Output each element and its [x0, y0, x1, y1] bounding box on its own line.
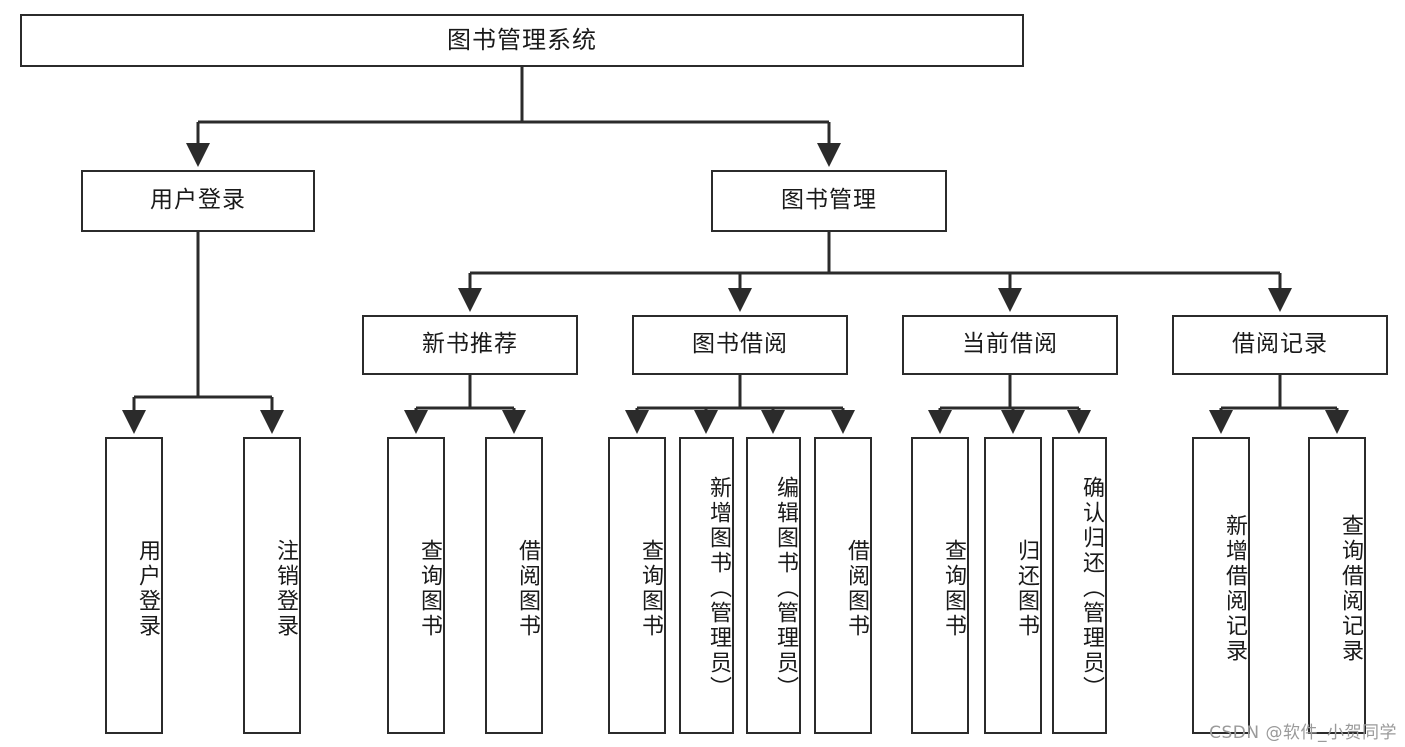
node-root[interactable]: 图书管理系统 — [20, 14, 1024, 67]
leaf-label: 借阅图书 — [844, 538, 869, 639]
node-current-borrow[interactable]: 当前借阅 — [902, 315, 1118, 375]
leaf-label: 归还图书 — [1014, 538, 1039, 639]
leaf-label: 新增借阅记录 — [1222, 513, 1247, 664]
watermark: CSDN @软件_小贺同学 — [1209, 723, 1397, 743]
leaf-label: 查询图书 — [638, 538, 663, 639]
node-book-manage[interactable]: 图书管理 — [711, 170, 947, 232]
node-user-login[interactable]: 用户登录 — [81, 170, 315, 232]
node-leaf-cur-query-book[interactable]: 查询图书 — [911, 437, 969, 734]
node-leaf-cur-confirm-return[interactable]: 确认归还（管理员） — [1052, 437, 1107, 734]
leaf-label: 查询图书 — [941, 538, 966, 639]
leaf-label: 用户登录 — [135, 538, 160, 639]
node-borrow-record[interactable]: 借阅记录 — [1172, 315, 1388, 375]
leaf-label: 编辑图书（管理员） — [773, 476, 798, 701]
leaf-label: 查询图书 — [417, 538, 442, 639]
node-leaf-borrow-query-book[interactable]: 查询图书 — [608, 437, 666, 734]
node-leaf-rec-query-record[interactable]: 查询借阅记录 — [1308, 437, 1366, 734]
node-leaf-rec-query-book[interactable]: 查询图书 — [387, 437, 445, 734]
leaf-label: 确认归还（管理员） — [1079, 476, 1104, 701]
leaf-label: 查询借阅记录 — [1338, 513, 1363, 664]
leaf-label: 借阅图书 — [515, 538, 540, 639]
node-leaf-rec-borrow-book[interactable]: 借阅图书 — [485, 437, 543, 734]
leaf-label: 新增图书（管理员） — [706, 476, 731, 701]
node-leaf-rec-add-record[interactable]: 新增借阅记录 — [1192, 437, 1250, 734]
node-leaf-borrow-borrow-book[interactable]: 借阅图书 — [814, 437, 872, 734]
node-leaf-user-login[interactable]: 用户登录 — [105, 437, 163, 734]
node-book-borrow[interactable]: 图书借阅 — [632, 315, 848, 375]
node-leaf-borrow-add-book[interactable]: 新增图书（管理员） — [679, 437, 734, 734]
node-new-book-rec[interactable]: 新书推荐 — [362, 315, 578, 375]
leaf-label: 注销登录 — [273, 538, 298, 639]
node-leaf-borrow-edit-book[interactable]: 编辑图书（管理员） — [746, 437, 801, 734]
node-leaf-cur-return-book[interactable]: 归还图书 — [984, 437, 1042, 734]
node-leaf-user-logout[interactable]: 注销登录 — [243, 437, 301, 734]
